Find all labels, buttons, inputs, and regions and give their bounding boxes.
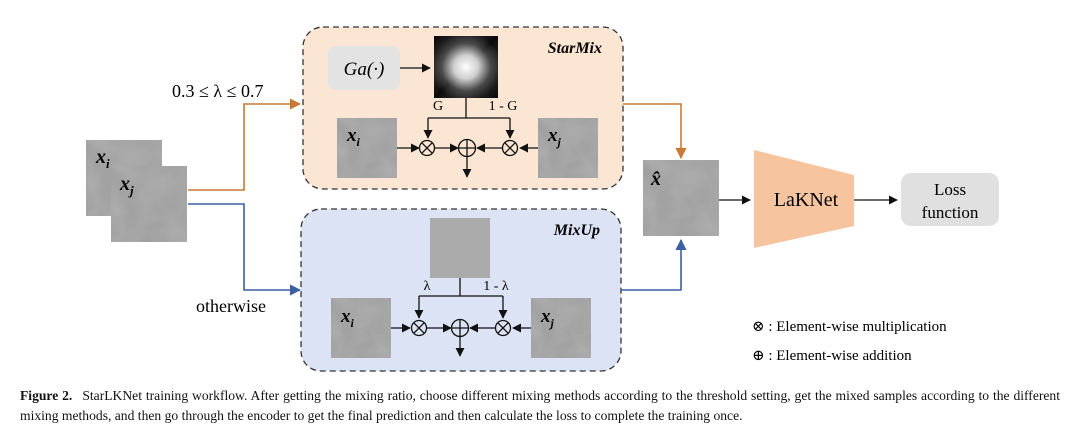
mixed-sample-image: x̂ bbox=[643, 160, 719, 236]
input-image-xi: xi bbox=[86, 140, 162, 216]
starmix-to-mixed-arrow bbox=[623, 103, 687, 160]
mixup-xj-label: x bbox=[540, 306, 551, 327]
legend-multiply: ⊗ : Element-wise multiplication bbox=[752, 319, 947, 335]
otherwise-label: otherwise bbox=[196, 296, 266, 316]
starmix-xi-label: x bbox=[346, 125, 357, 146]
mixup-multiply-right-icon bbox=[494, 319, 512, 337]
input-image-xj: xj bbox=[111, 166, 187, 242]
mixup-xj-image: xj bbox=[531, 298, 591, 358]
starmix-title: StarMix bbox=[548, 40, 602, 57]
svg-text:xi: xi bbox=[346, 125, 361, 149]
g-label: G bbox=[433, 99, 443, 114]
starmix-xj-sub: j bbox=[556, 135, 562, 149]
ga-function-box bbox=[328, 46, 400, 90]
mixed-sample-label: x̂ bbox=[650, 168, 661, 190]
lambda-label: λ bbox=[424, 279, 431, 294]
legend: ⊗ : Element-wise multiplication ⊕ : Elem… bbox=[752, 319, 947, 364]
figure-caption-label: Figure 2. bbox=[20, 388, 73, 403]
starmix-xj-image: xj bbox=[538, 118, 598, 178]
svg-text:xj: xj bbox=[540, 306, 555, 330]
figure-caption-text: StarLKNet training workflow. After getti… bbox=[20, 388, 1060, 423]
loss-label-line1: Loss bbox=[934, 180, 966, 199]
svg-text:xj: xj bbox=[547, 125, 562, 149]
one-minus-g-label: 1 - G bbox=[489, 99, 518, 114]
starmix-box: StarMix Ga(·) G 1 - G xi xj bbox=[302, 26, 624, 190]
svg-text:xi: xi bbox=[95, 146, 110, 171]
svg-text:xi: xi bbox=[340, 306, 355, 330]
input-xj-sub: j bbox=[128, 183, 134, 198]
starmix-add-icon bbox=[457, 138, 477, 158]
loss-label-line2: function bbox=[922, 203, 979, 222]
mixup-box: MixUp λ 1 - λ xi xj bbox=[300, 208, 622, 372]
mixup-xi-image: xi bbox=[331, 298, 391, 358]
figure-caption: Figure 2.StarLKNet training workflow. Af… bbox=[20, 386, 1060, 426]
mixup-xi-sub: i bbox=[351, 316, 355, 330]
mixup-xi-label: x bbox=[340, 306, 351, 327]
input-xi-label: x bbox=[95, 146, 106, 168]
mixup-to-mixed-arrow bbox=[621, 238, 687, 291]
starmix-xi-sub: i bbox=[357, 135, 361, 149]
mixup-add-icon bbox=[450, 318, 470, 338]
starmix-xi-image: xi bbox=[337, 118, 397, 178]
lambda-constant-image bbox=[430, 218, 490, 278]
svg-text:xj: xj bbox=[119, 173, 134, 198]
workflow-diagram: xi xj 0.3 ≤ λ ≤ 0.7 otherwise StarMix Ga… bbox=[0, 26, 999, 372]
input-xj-label: x bbox=[119, 173, 130, 195]
input-xi-sub: i bbox=[106, 156, 110, 171]
laknet-encoder: LaKNet bbox=[754, 150, 854, 248]
loss-function-box: Loss function bbox=[901, 173, 999, 226]
starmix-multiply-right-icon bbox=[501, 139, 519, 157]
laknet-label: LaKNet bbox=[774, 189, 839, 211]
one-minus-lambda-label: 1 - λ bbox=[483, 279, 509, 294]
mixup-branch-arrow bbox=[188, 203, 302, 296]
input-images: xi xj bbox=[86, 140, 187, 242]
ga-function-label: Ga(·) bbox=[344, 59, 385, 80]
legend-add: ⊕ : Element-wise addition bbox=[752, 348, 912, 364]
starmix-branch-arrow bbox=[188, 98, 302, 191]
mixup-title: MixUp bbox=[553, 222, 600, 239]
mixup-xj-sub: j bbox=[549, 316, 555, 330]
mixup-multiply-left-icon bbox=[410, 319, 428, 337]
starmix-multiply-left-icon bbox=[418, 139, 436, 157]
mask-image-g bbox=[434, 36, 498, 98]
condition-label: 0.3 ≤ λ ≤ 0.7 bbox=[172, 81, 264, 101]
starmix-xj-label: x bbox=[547, 125, 558, 146]
